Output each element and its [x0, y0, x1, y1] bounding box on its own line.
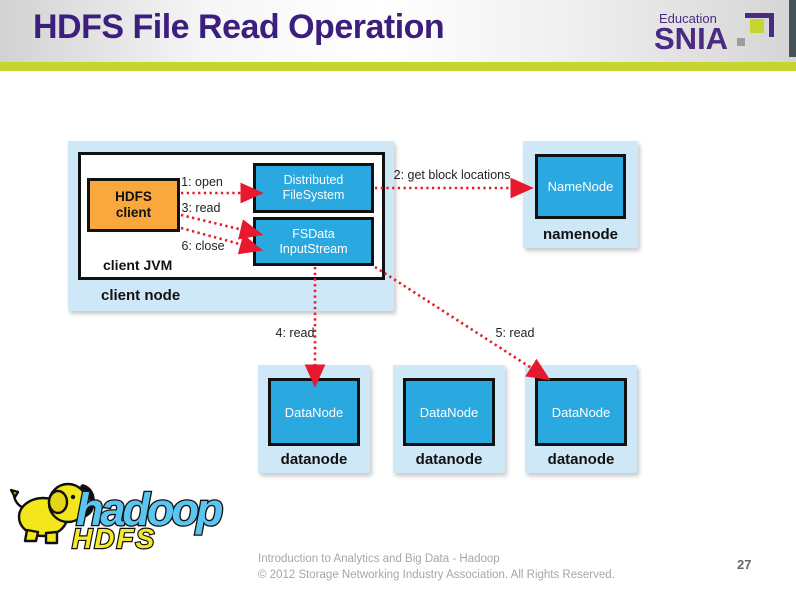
hadoop-elephant — [10, 482, 95, 545]
datanode-box: DataNode — [535, 378, 627, 446]
hdfs-wordmark: HDFS — [72, 523, 156, 552]
datanode-label: datanode — [280, 451, 348, 468]
snia-education-label: Education — [659, 11, 717, 26]
namenode-label: namenode — [542, 226, 618, 243]
client-node-label: client node — [101, 287, 181, 304]
elephant-front-leg — [44, 530, 59, 545]
hadoop-hdfs-logo: hadoop HDFS — [10, 482, 227, 552]
arrow-5-read — [374, 265, 551, 381]
elephant-tail-tuft — [10, 488, 20, 499]
hdfs-client-box: HDFS client — [87, 178, 180, 232]
teal-edge-strip — [789, 0, 796, 57]
client-jvm-label: client JVM — [103, 257, 173, 273]
elephant-back-leg — [23, 528, 40, 543]
datanode-label: datanode — [547, 451, 615, 468]
footer: Introduction to Analytics and Big Data -… — [258, 551, 615, 583]
namenode-group: NameNode namenode — [523, 141, 638, 248]
distributed-filesystem-box: Distributed FileSystem — [253, 163, 374, 213]
datanode-box: DataNode — [268, 378, 360, 446]
corner-icon-gray-square — [737, 38, 745, 46]
elephant-eye — [70, 494, 76, 500]
arrow-label-read-4: 4: read — [275, 326, 315, 340]
datanode-group-2: DataNode datanode — [393, 365, 505, 473]
arrow-label-read-5: 5: read — [495, 326, 535, 340]
hadoop-wordmark: hadoop — [76, 484, 223, 535]
snia-corner-icon — [737, 13, 775, 47]
corner-icon-right-bar — [769, 13, 774, 37]
arrow-label-get-block-locations: 2: get block locations — [393, 168, 511, 182]
datanode-group-3: DataNode datanode — [525, 365, 637, 473]
page-number: 27 — [737, 557, 752, 572]
arrow-label-close: 6: close — [181, 239, 225, 253]
namenode-box: NameNode — [535, 154, 626, 219]
corner-icon-yellow-square — [750, 19, 764, 33]
elephant-ear — [47, 489, 69, 515]
datanode-box: DataNode — [403, 378, 495, 446]
footer-line-2: © 2012 Storage Networking Industry Assoc… — [258, 569, 615, 582]
datanode-label: datanode — [415, 451, 483, 468]
corner-icon-top-bar — [745, 13, 774, 18]
lime-divider-bar — [0, 62, 796, 71]
footer-line-1: Introduction to Analytics and Big Data -… — [258, 553, 500, 565]
page-title: HDFS File Read Operation — [33, 8, 445, 46]
fsdata-inputstream-box: FSData InputStream — [253, 217, 374, 266]
arrow-label-open: 1: open — [181, 175, 223, 189]
arrow-label-read-3: 3: read — [181, 201, 221, 215]
snia-wordmark: SNIA — [654, 21, 729, 56]
slide-header: HDFS File Read Operation Education SNIA — [0, 0, 796, 62]
datanode-group-1: DataNode datanode — [258, 365, 370, 473]
elephant-trunk — [78, 484, 95, 519]
